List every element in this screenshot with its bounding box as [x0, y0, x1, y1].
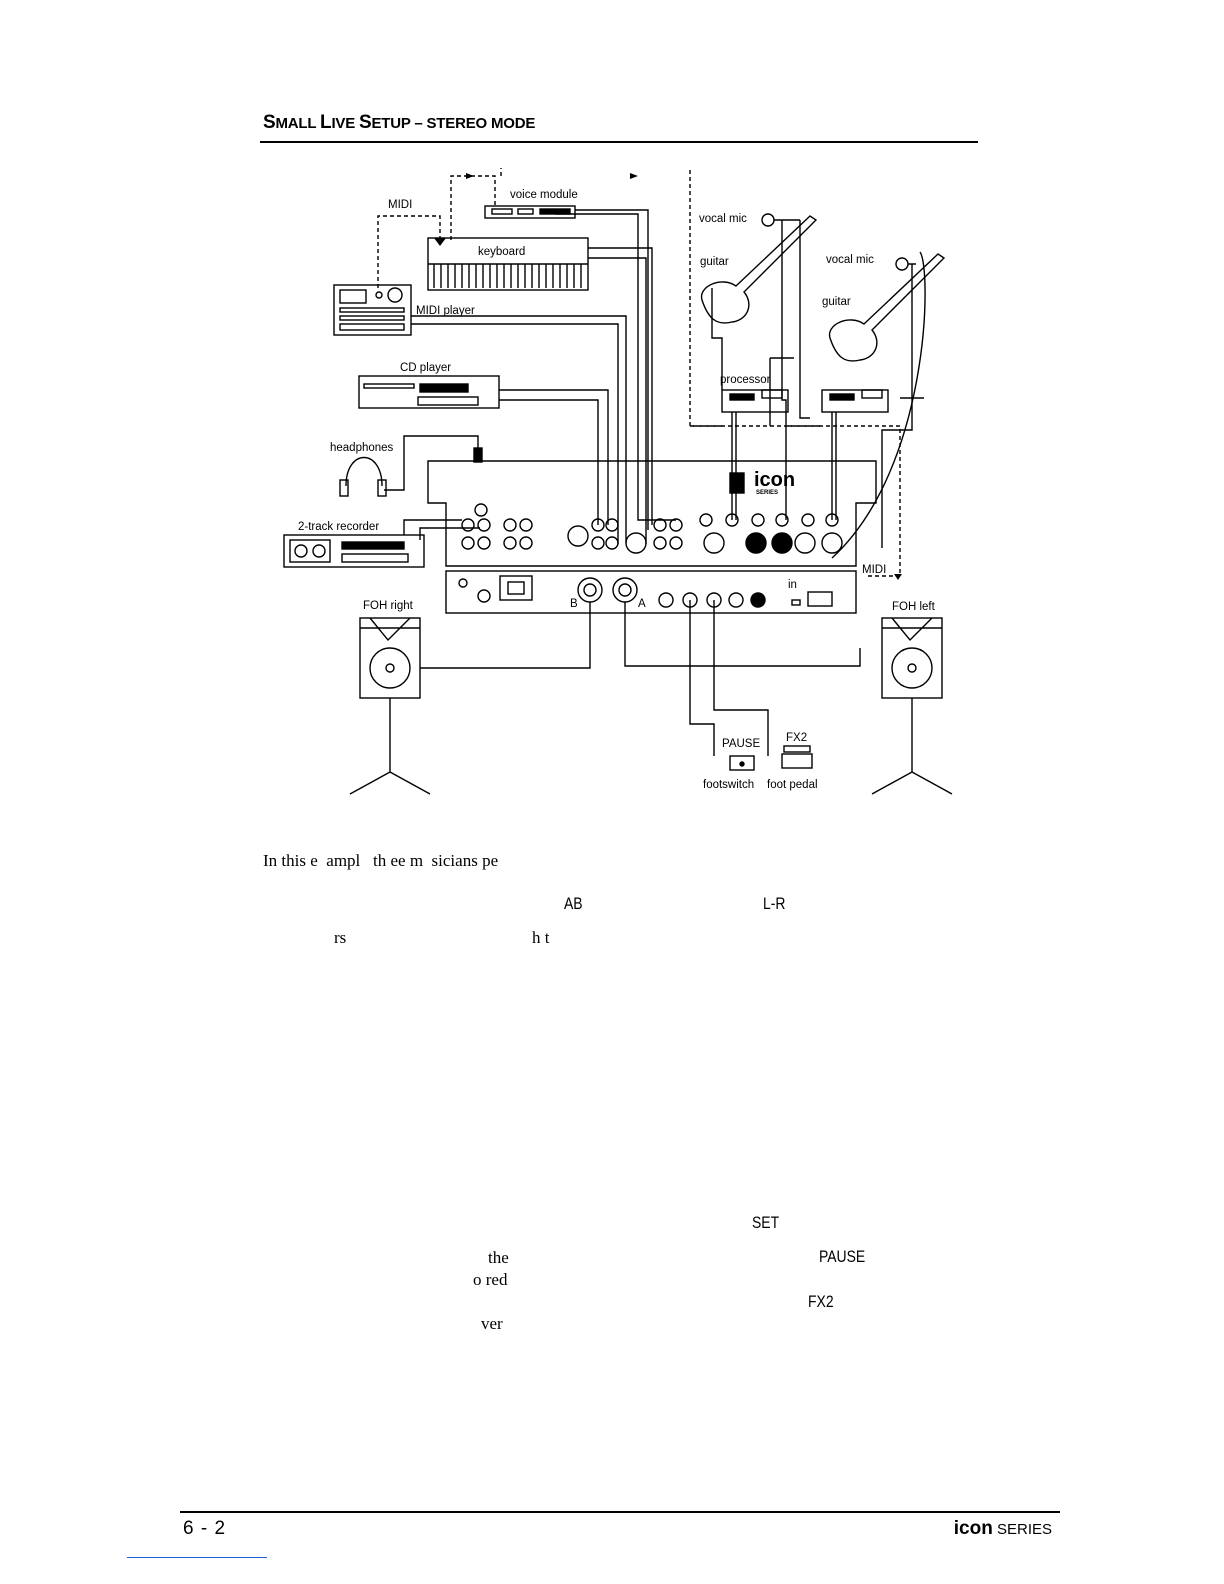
section-heading: SMALL LIVE SETUP – STEREO MODE — [263, 112, 535, 134]
headphones — [339, 435, 483, 497]
label-fx2: FX2 — [786, 732, 807, 744]
foot-pedal — [781, 745, 813, 769]
link-underline[interactable] — [127, 1557, 267, 1558]
label-vocal-mic-1: vocal mic — [699, 213, 747, 225]
page-number: 6 - 2 — [183, 1518, 227, 1539]
heading-part: L — [320, 112, 332, 133]
body-ored: o red — [473, 1270, 508, 1289]
heading-part: – STEREO MODE — [410, 115, 536, 132]
cd-player — [358, 375, 500, 409]
body-fx2: FX2 — [808, 1292, 834, 1311]
label-in: in — [788, 579, 797, 591]
label-processor: processor — [720, 374, 771, 386]
label-foh-left: FOH left — [892, 601, 936, 613]
processor-1 — [721, 389, 789, 413]
mic-stand-2 — [895, 257, 924, 399]
body-ver: ver — [481, 1314, 503, 1333]
body-ab: AB — [564, 894, 583, 913]
two-track-recorder — [283, 519, 480, 568]
label-guitar-1: guitar — [700, 256, 729, 268]
label-guitar-2: guitar — [822, 296, 851, 308]
label-foot-pedal: foot pedal — [767, 779, 818, 791]
processor-2 — [821, 389, 889, 413]
heading-part: ETUP — [371, 115, 411, 132]
label-out-a: A — [638, 598, 646, 610]
mic-stand-1 — [761, 213, 810, 419]
footer-brand-bold: icon — [953, 1518, 993, 1539]
keyboard — [427, 237, 589, 291]
label-logo-sub: SERIES — [756, 490, 778, 496]
label-headphones: headphones — [330, 442, 394, 454]
label-two-track: 2-track recorder — [298, 521, 379, 533]
heading-part: S — [359, 112, 372, 133]
label-midi-right: MIDI — [862, 564, 886, 576]
label-midi-player: MIDI player — [416, 305, 475, 317]
label-voice-module: voice module — [510, 189, 578, 201]
body-rs: rs — [334, 928, 347, 947]
label-keyboard: keyboard — [478, 246, 525, 258]
footer-brand: icon SERIES — [954, 1518, 1052, 1540]
body-line-1: In this e ampl th ee m sicians pe — [263, 851, 499, 870]
guitar-2 — [829, 251, 946, 559]
footer-brand-rest: SERIES — [992, 1521, 1052, 1538]
speaker-foh-right — [349, 617, 431, 795]
heading-part: S — [263, 112, 276, 133]
voice-module — [484, 205, 576, 219]
wiring-diagram: MIDI voice module keyboard MIDI player C… — [283, 168, 953, 795]
guitar-1 — [701, 215, 818, 390]
label-midi-top: MIDI — [388, 199, 412, 211]
heading-rule — [260, 141, 978, 143]
body-the: the — [488, 1248, 509, 1267]
label-vocal-mic-2: vocal mic — [826, 254, 874, 266]
label-footswitch: footswitch — [703, 779, 754, 791]
footswitch — [729, 755, 755, 771]
label-out-b: B — [570, 598, 578, 610]
label-pause: PAUSE — [722, 738, 760, 750]
speaker-foh-left — [871, 617, 953, 795]
label-foh-right: FOH right — [363, 600, 414, 612]
heading-part: IVE — [331, 115, 359, 132]
body-lr: L-R — [763, 894, 786, 913]
body-ht: h t — [532, 928, 550, 947]
label-cd-player: CD player — [400, 362, 451, 374]
midi-player — [333, 284, 412, 336]
icon-logo-mark — [729, 472, 745, 494]
heading-part: MALL — [275, 115, 321, 132]
body-set: SET — [752, 1213, 780, 1232]
body-pause: PAUSE — [819, 1247, 866, 1266]
footer-rule — [180, 1511, 1060, 1513]
label-logo-main: icon — [754, 469, 795, 491]
